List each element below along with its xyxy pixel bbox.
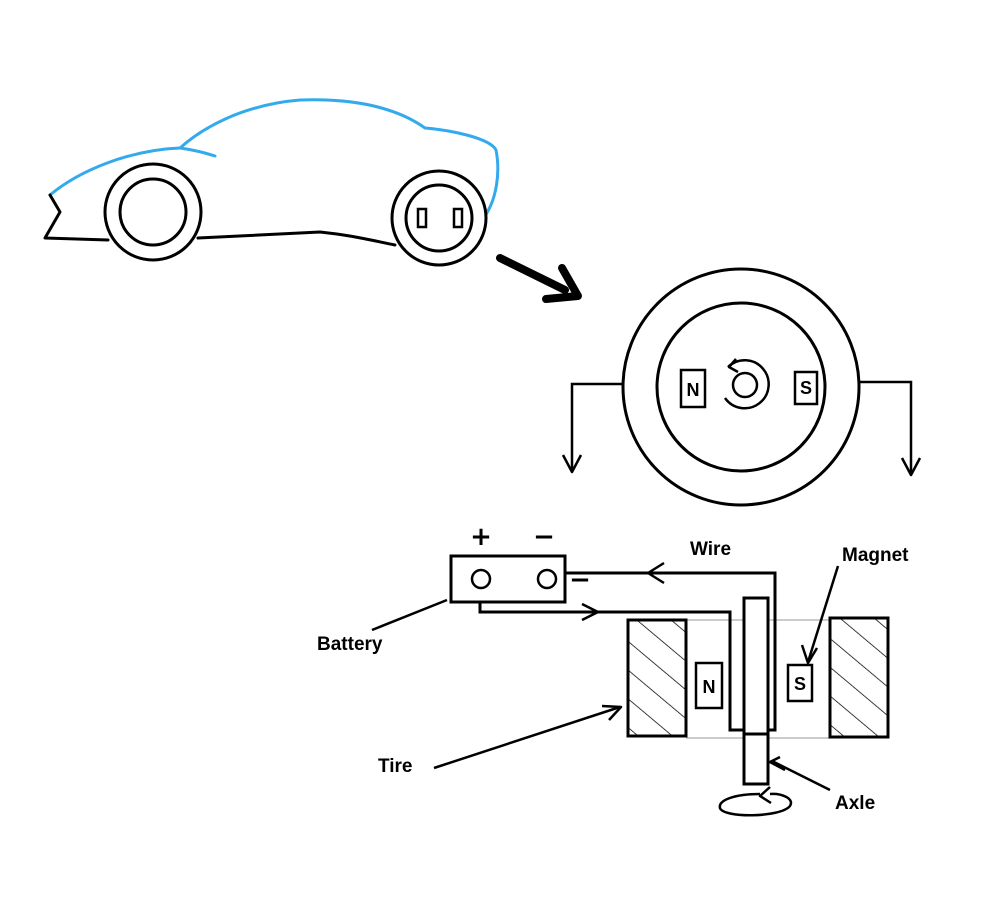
car-sketch	[43, 98, 500, 267]
car-wheel-magnet-left	[416, 207, 428, 229]
current-arrow-bottom-icon	[581, 602, 600, 622]
magnet-leader-line	[806, 565, 840, 663]
south-magnet-label: S	[794, 674, 806, 694]
wheel-inner-circle	[655, 301, 827, 473]
wheel-closeup: N S	[561, 267, 922, 507]
wheel-south-magnet: S	[793, 370, 819, 406]
magnet-label: Magnet	[842, 545, 909, 566]
north-magnet-label: N	[703, 677, 716, 697]
current-arrow-top-icon	[646, 561, 665, 585]
battery-leader-line	[371, 598, 448, 632]
north-magnet: N	[694, 661, 724, 710]
rotation-arrow-icon	[723, 358, 770, 410]
axle-leader-line	[771, 759, 831, 792]
battery-label: Battery	[317, 634, 383, 655]
car-bottom-outline	[43, 193, 397, 247]
battery: + − −	[449, 522, 591, 604]
axle-upper	[742, 596, 770, 736]
tire-leader-line	[433, 705, 621, 770]
car-rear-wheel	[390, 169, 488, 267]
car-front-wheel	[103, 162, 203, 262]
left-output-wire	[561, 382, 623, 474]
tire-right-block	[828, 616, 890, 739]
battery-minus-sign: −	[533, 522, 555, 552]
tire-label: Tire	[378, 756, 413, 777]
wheel-north-label: N	[687, 380, 700, 400]
south-magnet: S	[786, 663, 814, 703]
coil-wire	[478, 571, 777, 732]
battery-positive-terminal	[470, 568, 492, 590]
tire-left-block	[626, 618, 688, 738]
car-windshield-line	[178, 146, 217, 158]
battery-plus-sign: +	[470, 522, 492, 552]
axle-shaft	[742, 732, 770, 786]
terminal-minus-sign: −	[569, 565, 591, 595]
car-body-outline	[48, 98, 500, 222]
cross-section: N S + − −	[317, 522, 909, 817]
wheel-south-label: S	[800, 378, 812, 398]
axle-label: Axle	[835, 793, 875, 814]
wire-label: Wire	[690, 539, 731, 560]
zoom-arrow	[496, 254, 582, 303]
wheel-north-magnet: N	[679, 368, 707, 409]
battery-negative-terminal	[536, 568, 558, 590]
car-wheel-magnet-right	[452, 207, 464, 229]
right-output-wire	[859, 380, 922, 477]
axle-rotation-icon	[718, 786, 793, 817]
